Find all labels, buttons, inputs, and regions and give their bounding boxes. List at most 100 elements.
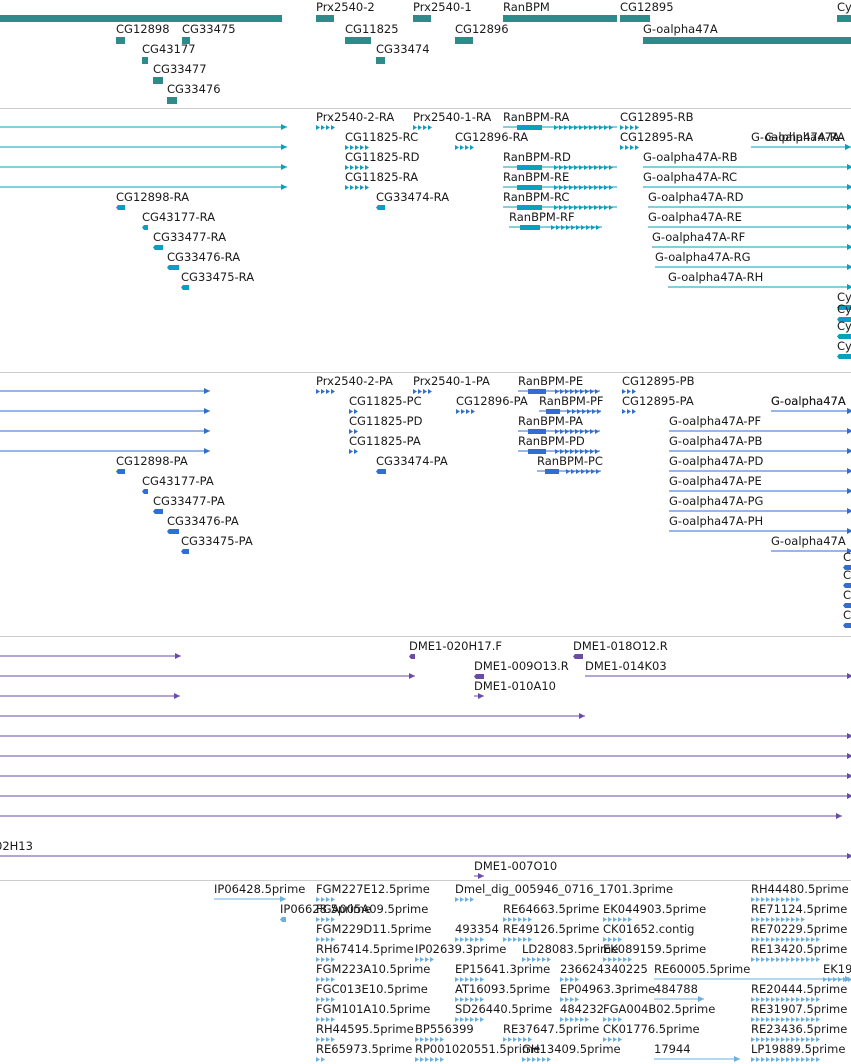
ranbpm-pa-feature[interactable] <box>518 429 600 441</box>
ranbpm-rf-feature[interactable] <box>509 225 602 237</box>
ek19-feature[interactable] <box>823 977 851 989</box>
484788-feature[interactable] <box>654 996 704 1009</box>
unlabeled-feature[interactable] <box>0 124 287 137</box>
cg33474-pa-feature[interactable] <box>376 469 386 481</box>
unlabeled-feature[interactable] <box>0 773 851 786</box>
cg11825-pa-feature[interactable] <box>349 449 358 461</box>
g-oalpha47a-ph-feature[interactable] <box>669 528 851 541</box>
cy-feature[interactable] <box>837 15 851 27</box>
unlabeled-feature[interactable] <box>0 713 585 726</box>
g-oalpha47a-rd-feature[interactable] <box>648 204 851 217</box>
unlabeled-feature[interactable] <box>0 164 287 177</box>
re49126-5prime-feature[interactable] <box>503 937 533 949</box>
fgm101a10-5prime-feature[interactable] <box>316 1017 335 1029</box>
17944-feature[interactable] <box>654 1056 740 1064</box>
cg12898-ra-feature[interactable] <box>116 205 125 217</box>
re13420-5prime-feature[interactable] <box>751 957 821 969</box>
ek044903-5prime-feature[interactable] <box>603 917 632 929</box>
fga005a09-5prime-feature[interactable] <box>316 917 335 929</box>
cg11825-pd-feature[interactable] <box>349 429 358 441</box>
cg33477-pa-feature[interactable] <box>153 509 163 521</box>
unlabeled-feature[interactable] <box>0 813 842 826</box>
lp19889-5prime-feature[interactable] <box>751 1057 821 1064</box>
unlabeled-feature[interactable] <box>0 673 415 686</box>
cg12898-pa-feature[interactable] <box>116 469 125 481</box>
g-oalpha47a-rc-feature[interactable] <box>643 184 851 197</box>
unlabeled-feature[interactable] <box>0 733 851 746</box>
unlabeled-feature[interactable] <box>0 144 287 157</box>
g-oalpha47a-pd-feature[interactable] <box>669 468 851 481</box>
cy-feature[interactable] <box>837 334 851 346</box>
ip06428-5prime-feature[interactable] <box>214 896 286 909</box>
cg11825-pc-feature[interactable] <box>349 409 359 421</box>
dme1-014k03-feature[interactable] <box>585 673 851 686</box>
re64663-5prime-feature[interactable] <box>503 917 533 929</box>
cg12895-pa-feature[interactable] <box>622 409 636 421</box>
rh67414-5prime-feature[interactable] <box>316 957 335 969</box>
prx2540-2-ra-feature[interactable] <box>316 125 335 137</box>
dme1-020h17-f-feature[interactable] <box>409 654 415 666</box>
prx2540-1-ra-feature[interactable] <box>413 125 432 137</box>
c-feature[interactable] <box>843 603 851 615</box>
cg12896-pa-feature[interactable] <box>456 409 475 421</box>
ek089159-5prime-feature[interactable] <box>603 957 633 969</box>
g-oalpha47a-rg-feature[interactable] <box>655 264 851 277</box>
prx2540-2-pa-feature[interactable] <box>316 389 335 401</box>
g-oalpha47a-pb-feature[interactable] <box>669 448 851 461</box>
rp001020551-5prime-feature[interactable] <box>415 1057 444 1064</box>
ck01776-5prime-feature[interactable] <box>603 1037 622 1049</box>
unlabeled-feature[interactable] <box>0 793 851 806</box>
prx2540-1-pa-feature[interactable] <box>413 389 432 401</box>
g-oalpha47a-feature[interactable] <box>643 37 851 49</box>
ranbpm-feature[interactable] <box>503 15 617 27</box>
prx2540-1-feature[interactable] <box>413 15 431 27</box>
prx2540-2-feature[interactable] <box>316 15 334 27</box>
ranbpm-pc-feature[interactable] <box>537 469 601 481</box>
dme1-009o13-r-feature[interactable] <box>474 674 484 686</box>
dme1-007o10-feature[interactable] <box>474 873 484 886</box>
236624340225-feature[interactable] <box>560 977 579 989</box>
unlabeled-feature[interactable] <box>0 753 851 766</box>
cg33475-feature[interactable] <box>182 37 190 49</box>
fga004b02-5prime-feature[interactable] <box>603 1017 622 1029</box>
g-oalpha47a-pg-feature[interactable] <box>669 508 851 521</box>
cg11825-ra-feature[interactable] <box>345 185 371 197</box>
re70229-5prime-feature[interactable] <box>751 937 821 949</box>
cg12896-feature[interactable] <box>455 37 473 49</box>
cg33477-ra-feature[interactable] <box>153 245 163 257</box>
cg12895-feature[interactable] <box>620 15 650 27</box>
g-oalpha47a-pf-feature[interactable] <box>669 428 851 441</box>
ip02639-3prime-feature[interactable] <box>415 957 434 969</box>
493354-feature[interactable] <box>455 937 484 949</box>
g-oalpha47a-re-feature[interactable] <box>648 224 851 237</box>
fgm227e12-5prime-feature[interactable] <box>316 897 335 909</box>
cg33475-ra-feature[interactable] <box>181 285 189 297</box>
g-oalpha47a-feature[interactable] <box>771 548 851 561</box>
cg33476-ra-feature[interactable] <box>167 265 179 277</box>
unlabeled-feature[interactable] <box>0 428 210 441</box>
cg33476-feature[interactable] <box>167 97 177 109</box>
ranbpm-rc-feature[interactable] <box>503 205 617 217</box>
ranbpm-pe-feature[interactable] <box>518 389 600 401</box>
cg12895-rb-feature[interactable] <box>620 125 639 137</box>
bp556399-feature[interactable] <box>415 1037 444 1049</box>
g-oalpha47a-rh-feature[interactable] <box>668 284 851 297</box>
unlabeled-feature[interactable] <box>0 693 180 706</box>
cg33476-pa-feature[interactable] <box>167 529 179 541</box>
ep04963-3prime-feature[interactable] <box>560 997 579 1009</box>
c-feature[interactable] <box>843 623 851 635</box>
g-oalpha47a-feature[interactable] <box>765 144 851 157</box>
unlabeled-feature[interactable] <box>0 448 210 461</box>
dme1-010a10-feature[interactable] <box>474 693 484 706</box>
c-feature[interactable] <box>843 583 851 595</box>
re23436-5prime-feature[interactable] <box>751 1037 821 1049</box>
re65973-5prime-feature[interactable] <box>316 1057 328 1064</box>
cy-feature[interactable] <box>837 354 851 366</box>
re37647-5prime-feature[interactable] <box>503 1037 533 1049</box>
ranbpm-pf-feature[interactable] <box>539 409 601 421</box>
gh13409-5prime-feature[interactable] <box>522 1057 552 1064</box>
cg33477-feature[interactable] <box>153 77 163 89</box>
484232-feature[interactable] <box>560 1017 590 1029</box>
g-oalpha47a-pe-feature[interactable] <box>669 488 851 501</box>
ranbpm-rd-feature[interactable] <box>503 165 617 177</box>
